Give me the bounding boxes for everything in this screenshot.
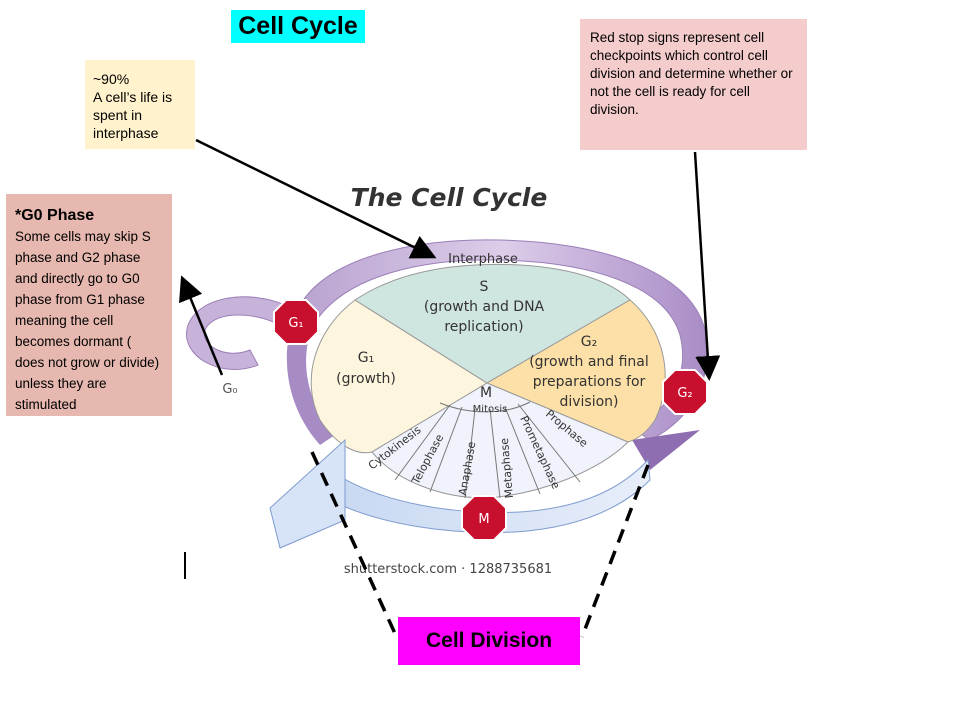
stage-metaphase: Metaphase [498, 437, 516, 499]
page-title: Cell Cycle [231, 10, 365, 43]
g1-label: G₁ [358, 350, 374, 366]
checkpoints-note: Red stop signs represent cell checkpoint… [580, 19, 807, 150]
interphase-note-line2: spent in [93, 107, 143, 123]
cycle-pie [310, 263, 666, 499]
s-desc-2: replication) [444, 319, 523, 335]
s-label: S [480, 279, 489, 295]
g0-phase-note: *G0 Phase Some cells may skip S phase an… [6, 194, 172, 416]
interphase-note-line1: A cell’s life is [93, 89, 173, 105]
stop-sign-g1-label: G₁ [288, 316, 303, 331]
stop-sign-g2-label: G₂ [677, 386, 692, 401]
stop-sign-g1: G₁ [273, 299, 319, 345]
g0-note-heading: *G0 Phase [15, 207, 95, 224]
interphase-label: Interphase [448, 252, 518, 267]
interphase-note-line3: interphase [93, 125, 159, 141]
g2-desc-2: preparations for [533, 374, 646, 390]
g0-label: G₀ [222, 382, 237, 397]
stop-sign-g2: G₂ [662, 369, 708, 415]
interphase-note: ~90% A cell’s life is spent in interphas… [85, 60, 195, 149]
checkpoint-pointer-arrow [693, 151, 721, 381]
mitosis-dividers [394, 403, 581, 499]
text-cursor [184, 552, 186, 579]
g0-note-body: Some cells may skip S phase and G2 phase… [15, 229, 160, 412]
mitosis-label: Mitosis [473, 404, 508, 415]
m-label: M [480, 385, 492, 401]
g2-desc-3: division) [559, 394, 618, 410]
s-desc-1: (growth and DNA [424, 299, 545, 315]
stop-sign-m: M [461, 495, 507, 541]
dashed-line-right [580, 464, 650, 638]
diagram-title: The Cell Cycle [351, 183, 548, 212]
watermark: shutterstock.com · 1288735681 [344, 562, 552, 577]
g0-loop [186, 296, 286, 370]
cytokinesis-arrow [269, 438, 651, 549]
stop-sign-m-label: M [478, 512, 489, 527]
g2-desc-1: (growth and final [529, 354, 649, 370]
dashed-line-left [310, 451, 400, 641]
g0-pointer-arrow [179, 275, 224, 376]
interphase-pointer-arrow [195, 138, 437, 259]
g2-label: G₂ [581, 334, 597, 350]
interphase-percent: ~90% [93, 71, 130, 87]
cell-division-label: Cell Division [398, 617, 580, 665]
g1-desc: (growth) [336, 371, 396, 387]
